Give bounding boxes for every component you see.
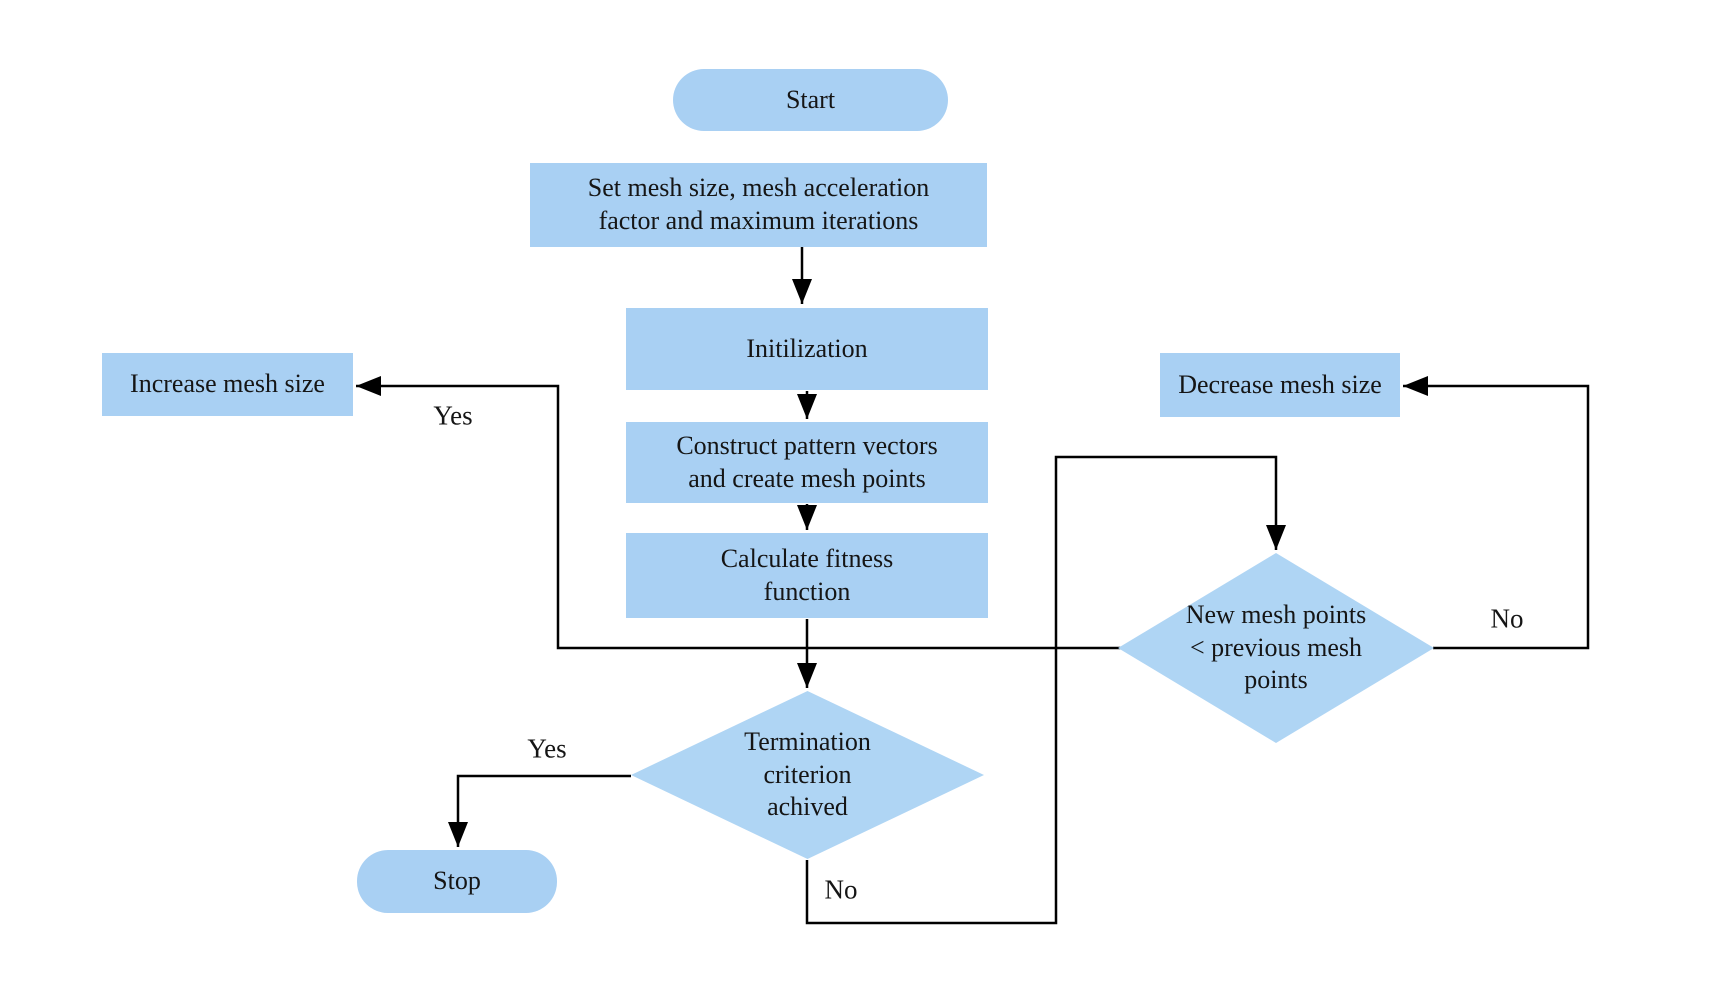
edge-newmesh-no-to-decrease (1403, 376, 1590, 650)
edge-termination-yes-to-stop (448, 774, 631, 847)
node-set-mesh-size: Set mesh size, mesh acceleration factor … (530, 163, 987, 247)
node-stop: Stop (357, 850, 557, 913)
node-initilization-label: Initilization (746, 333, 868, 363)
node-decrease-mesh-size: Decrease mesh size (1160, 353, 1400, 417)
node-increase-mesh-size: Increase mesh size (102, 353, 353, 416)
node-termination-criterion-label: Termination criterion achived (744, 726, 871, 822)
node-calculate-fitness-label: Calculate fitness function (720, 543, 894, 606)
edge-newmesh-yes-to-increase (356, 376, 1122, 650)
node-construct-pattern-vectors: Construct pattern vectors and create mes… (626, 422, 988, 503)
node-initilization: Initilization (626, 308, 988, 390)
node-set-mesh-size-label: Set mesh size, mesh acceleration factor … (587, 173, 930, 235)
edge-termination-no-to-newmesh (805, 455, 1286, 925)
node-decrease-mesh-size-label: Decrease mesh size (1178, 369, 1382, 399)
node-new-mesh-points-label: New mesh points < previous mesh points (1185, 599, 1367, 695)
node-increase-mesh-size-label: Increase mesh size (130, 369, 325, 399)
edge-label-newmesh-no: No (1490, 603, 1524, 634)
node-start-label: Start (785, 84, 836, 114)
node-construct-pattern-vectors-label: Construct pattern vectors and create mes… (676, 430, 938, 493)
edge-label-termination-yes: Yes (527, 733, 567, 764)
edge-label-termination-no: No (824, 874, 858, 905)
edge-label-newmesh-yes: Yes (433, 400, 473, 431)
node-calculate-fitness: Calculate fitness function (626, 533, 988, 618)
node-stop-label: Stop (433, 866, 481, 896)
node-start: Start (673, 69, 948, 131)
